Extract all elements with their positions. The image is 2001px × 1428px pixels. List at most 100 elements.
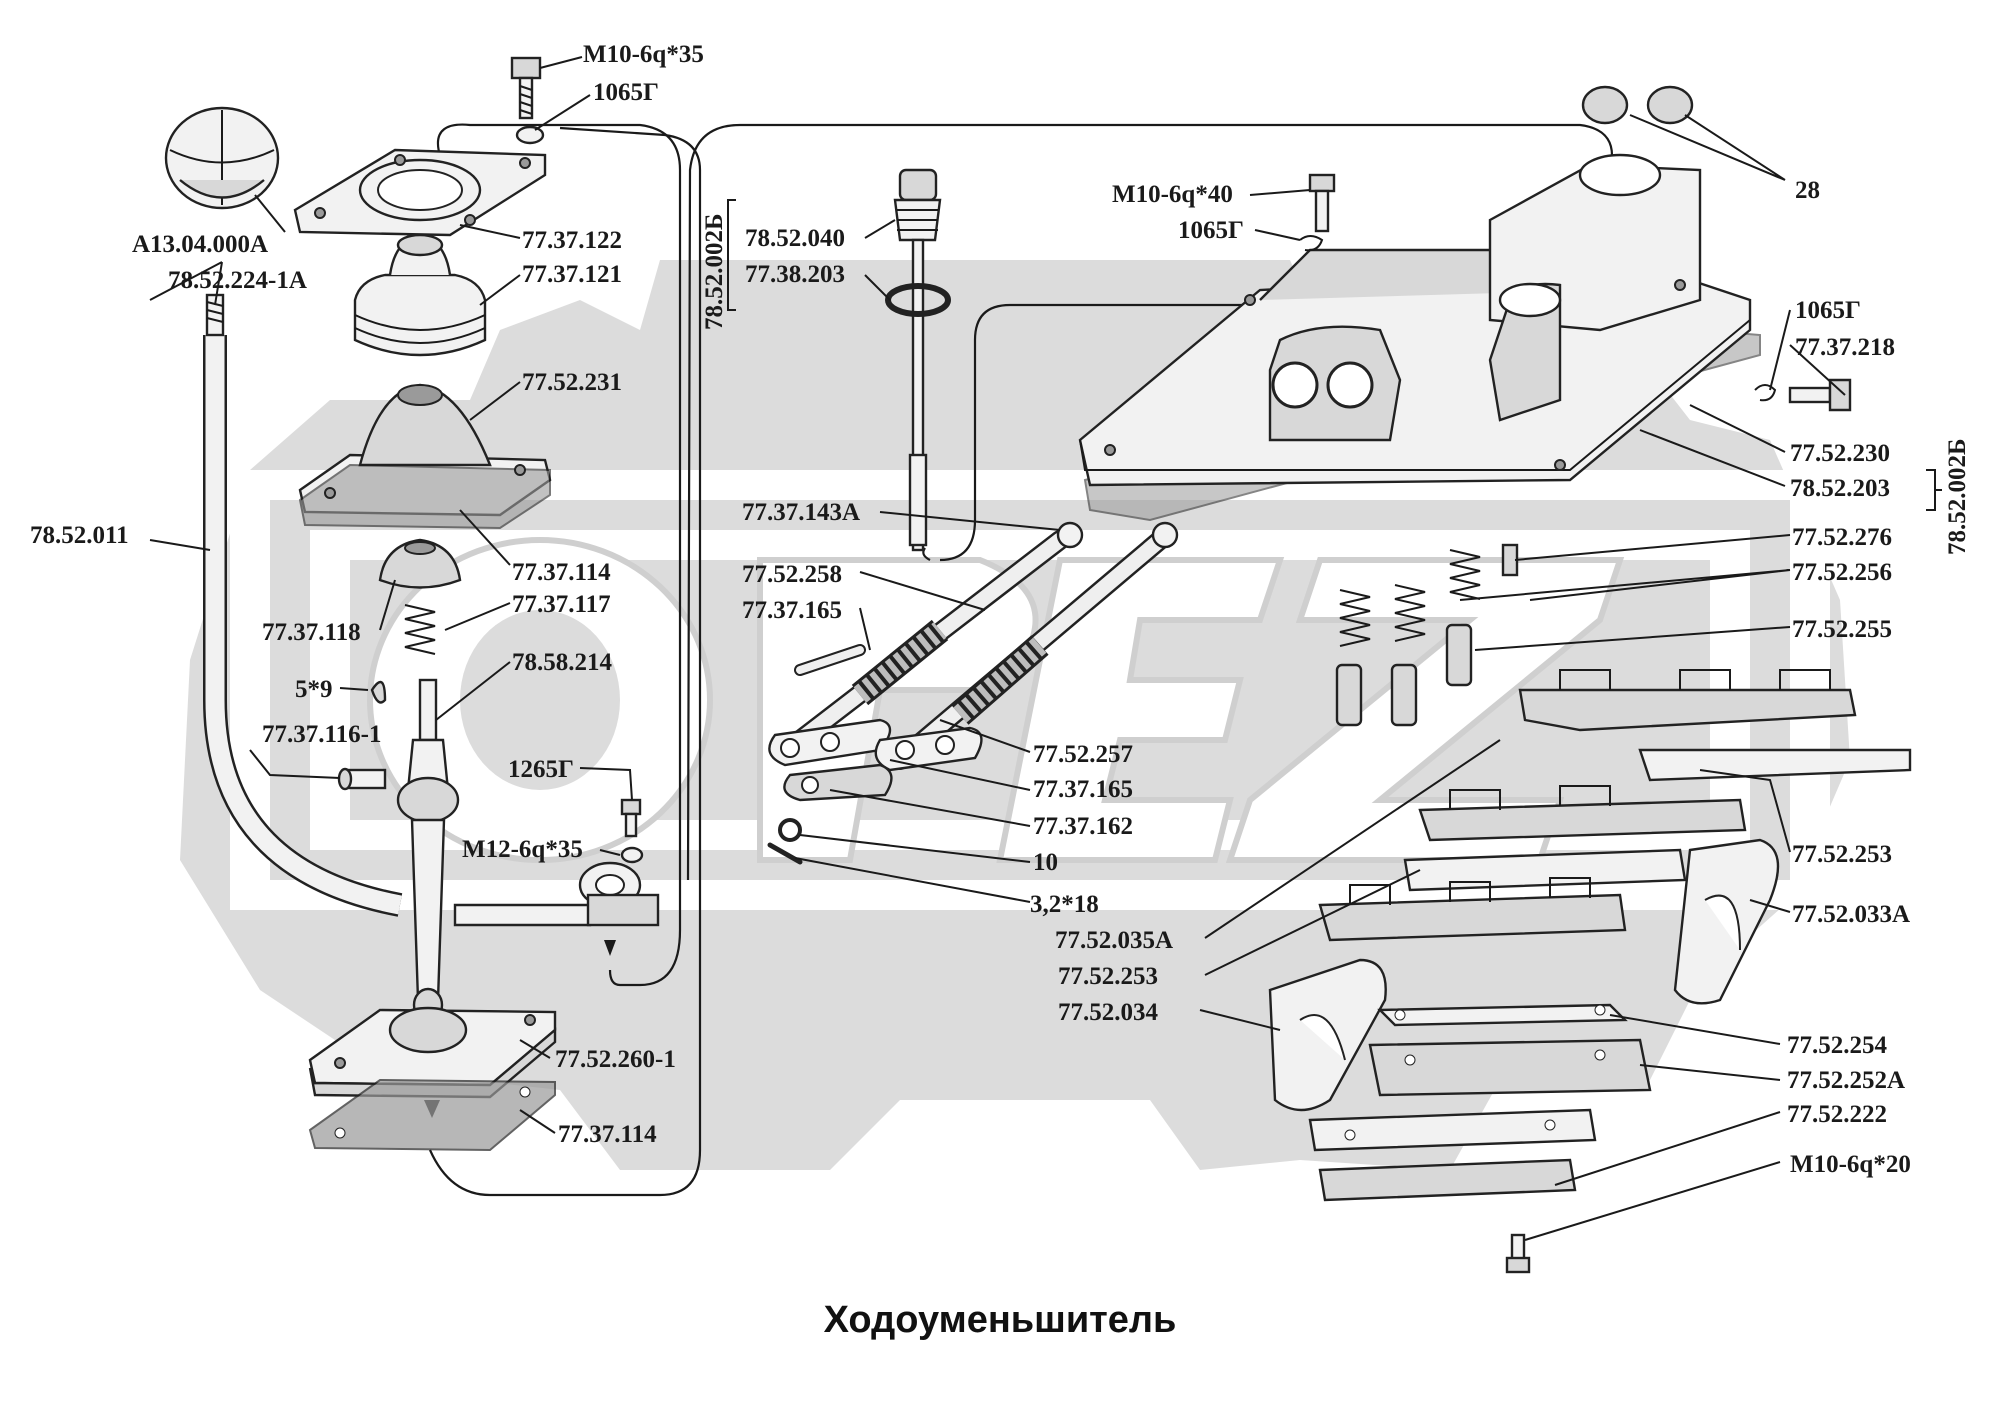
pin-77-37-116-1	[337, 767, 387, 791]
label-washer-10: 10	[1033, 849, 1058, 876]
label-pin-77-37-116-1: 77.37.116-1	[262, 721, 381, 748]
label-boot-77-37-121: 77.37.121	[522, 261, 622, 288]
rail-77-52-253-bottom	[1318, 877, 1627, 942]
flange-77-37-122	[293, 148, 547, 237]
knob-a13	[164, 106, 280, 210]
label-dipstick-78-52-040: 78.52.040	[745, 225, 845, 252]
gear-lever-assembly	[164, 56, 660, 1152]
label-bolt-77-37-218: 77.37.218	[1795, 334, 1895, 361]
label-plate-77-52-222: 77.52.222	[1787, 1101, 1887, 1128]
label-washer-1065g-b: 1065Г	[1178, 217, 1244, 244]
washer-1065g-c	[1754, 384, 1777, 402]
label-gasket-78-52-203: 78.52.203	[1790, 475, 1890, 502]
leader-lines	[149, 56, 1942, 1241]
label-bolt-m10-35: М10-6q*35	[583, 41, 704, 68]
rail-77-52-253-top	[1518, 669, 1912, 782]
label-gasket-77-37-114: 77.37.114	[512, 559, 611, 586]
label-spring-77-52-256: 77.52.256	[1792, 559, 1892, 586]
cotter-pin	[767, 842, 803, 865]
label-kit-78-52-002b-left: 78.52.002Б	[701, 213, 728, 330]
washer-m12	[620, 846, 644, 864]
label-gasket-77-37-114-lower: 77.37.114	[558, 1121, 657, 1148]
plug-28-a	[1581, 85, 1629, 125]
label-pin-77-37-165-b: 77.37.165	[1033, 776, 1133, 803]
label-washer-77-38-203: 77.38.203	[745, 261, 845, 288]
label-washer-1065g-c: 1065Г	[1795, 297, 1861, 324]
gasket-77-37-114-lower	[308, 1078, 556, 1152]
plate-77-52-254	[1377, 1003, 1628, 1027]
assembly-route-lines	[424, 123, 1620, 1197]
boot-77-37-121	[353, 233, 487, 357]
label-rod-77-52-258: 77.52.258	[742, 561, 842, 588]
bolt-m10-20	[1505, 1233, 1531, 1274]
label-bolt-m10-40: М10-6q*40	[1112, 181, 1233, 208]
label-plunger-77-52-255: 77.52.255	[1792, 616, 1892, 643]
shift-rod-assembly	[767, 168, 1179, 865]
label-bolt-m10-20: М10-6q*20	[1790, 1151, 1911, 1178]
plate-77-52-252a	[1368, 1038, 1652, 1097]
rail-77-52-035a	[1403, 785, 1747, 892]
flange-77-52-260-1	[308, 1006, 557, 1099]
label-bolt-m12-35: М12-6q*35	[462, 836, 583, 863]
label-lever-78-58-214: 78.58.214	[512, 649, 613, 676]
rod-78-52-011	[203, 293, 403, 917]
washer-77-38-203	[885, 283, 951, 317]
label-plug-28: 28	[1795, 177, 1820, 204]
plug-28-b	[1646, 85, 1694, 125]
rod-pair	[790, 521, 1179, 770]
label-bolt-1265g: 1265Г	[508, 756, 574, 783]
label-washer-1065g-a: 1065Г	[593, 79, 659, 106]
label-rod-78-52-011: 78.52.011	[30, 522, 129, 549]
label-rail-77-52-253-top: 77.52.253	[1792, 841, 1892, 868]
spring-77-37-117	[404, 604, 436, 655]
label-cap-77-37-118: 77.37.118	[262, 619, 361, 646]
label-kit-78-52-002b-right: 78.52.002Б	[1944, 438, 1971, 555]
bolt-m10-35	[510, 56, 542, 120]
label-housing-77-52-230: 77.52.230	[1790, 440, 1890, 467]
label-rail-77-52-253-bottom: 77.52.253	[1058, 963, 1158, 990]
label-spring-77-37-117: 77.37.117	[512, 591, 611, 618]
label-fork-77-52-034: 77.52.034	[1058, 999, 1159, 1026]
label-pin-5x9: 5*9	[295, 676, 333, 703]
label-fork-77-52-033a: 77.52.033А	[1792, 901, 1910, 928]
label-cover-77-52-231: 77.52.231	[522, 369, 622, 396]
pin-5x9	[370, 680, 387, 704]
label-rail-77-52-035a: 77.52.035А	[1055, 927, 1173, 954]
dipstick-78-52-040	[893, 168, 942, 552]
label-plate-77-52-254: 77.52.254	[1787, 1032, 1888, 1059]
washer-1065g-a	[515, 125, 545, 145]
opez-watermark-letters	[367, 537, 1625, 863]
pin-77-52-276	[1501, 543, 1519, 577]
cover-77-52-231	[298, 383, 552, 530]
label-flange-77-37-122: 77.37.122	[522, 227, 622, 254]
plate-77-52-222	[1308, 1108, 1597, 1202]
label-pin-77-52-276: 77.52.276	[1792, 524, 1892, 551]
link-plates	[768, 718, 983, 802]
clamp-lever	[453, 861, 660, 927]
label-flange-77-52-260-1: 77.52.260-1	[555, 1046, 676, 1073]
pin-77-37-165	[794, 644, 866, 676]
plungers-77-52-255	[1335, 623, 1473, 727]
label-knob-a13: А13.04.000А	[132, 231, 268, 258]
bolt-m10-40	[1308, 173, 1336, 233]
label-rod-77-37-143a: 77.37.143А	[742, 499, 860, 526]
housing-77-52-230	[1078, 153, 1752, 487]
fork-77-52-034	[1268, 958, 1387, 1112]
housing-assembly	[1078, 85, 1912, 1274]
label-pin-77-37-165-a: 77.37.165	[742, 597, 842, 624]
label-cotter-3-2x18: 3,2*18	[1030, 891, 1099, 918]
cap-77-37-118	[378, 538, 462, 589]
part-labels: М10-6q*35 1065Г А13.04.000А 78.52.224-1А…	[30, 41, 1971, 1178]
label-plate-77-52-252a: 77.52.252А	[1787, 1067, 1905, 1094]
label-rod-77-52-257: 77.52.257	[1033, 741, 1133, 768]
label-plate-77-37-162: 77.37.162	[1033, 813, 1133, 840]
washer-10	[778, 818, 802, 842]
washer-1065g-b	[1299, 235, 1324, 252]
fork-77-52-033a	[1673, 838, 1780, 1005]
bolt-77-37-218	[1788, 378, 1852, 412]
springs-77-52-256	[1339, 549, 1481, 647]
diagram-title: Ходоуменьшитель	[824, 1299, 1177, 1341]
label-rod-end-78-52-224: 78.52.224-1А	[168, 267, 307, 294]
